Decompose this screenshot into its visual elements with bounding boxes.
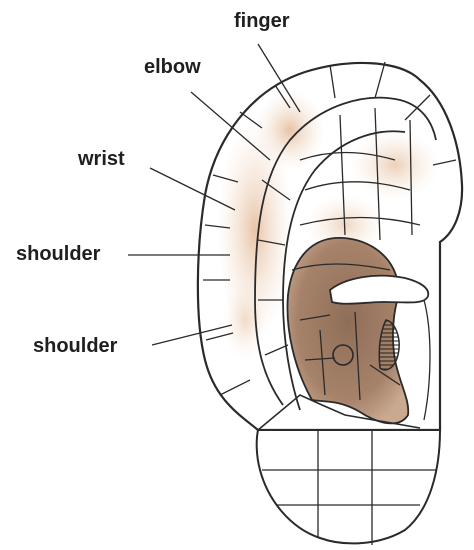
- label-wrist: wrist: [77, 148, 125, 170]
- earlobe: [257, 430, 440, 545]
- label-finger: finger: [234, 10, 290, 32]
- label-elbow: elbow: [144, 56, 201, 78]
- label-shoulder-lower: shoulder: [33, 335, 118, 357]
- label-shoulder-upper: shoulder: [16, 243, 101, 265]
